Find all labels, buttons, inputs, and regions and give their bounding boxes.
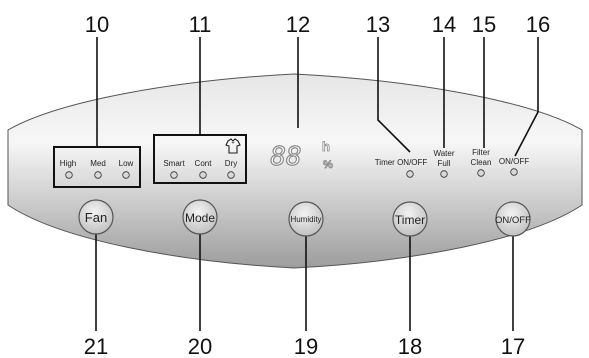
mode-button[interactable]: Mode (182, 199, 218, 235)
water-full-label-line1: Water (433, 149, 454, 158)
callout-14: 14 (432, 12, 456, 37)
callout-17: 17 (501, 334, 525, 358)
display-digits: 88 (270, 142, 301, 172)
humidity-button[interactable]: Humidity (288, 201, 324, 237)
digit-display: 88 h % (270, 139, 334, 173)
callout-15: 15 (472, 12, 496, 37)
callout-12: 12 (286, 12, 310, 37)
fan-low-led (122, 171, 130, 179)
callout-lines (95, 37, 539, 331)
callout-13: 13 (366, 12, 390, 37)
filter-clean-label-line2: Clean (471, 158, 492, 167)
onoff-indicator-label: ON/OFF (499, 157, 529, 166)
fan-high-label: High (60, 159, 76, 168)
timer-button[interactable]: Timer (392, 201, 428, 237)
mode-smart-led (170, 171, 178, 179)
mode-button-label: Mode (185, 211, 215, 225)
mode-dry-led (227, 171, 235, 179)
fan-med-label: Med (90, 159, 106, 168)
onoff-button-label: ON/OFF (495, 215, 531, 226)
filter-clean-led (477, 169, 485, 177)
display-unit-h: h (322, 139, 330, 154)
callout-21: 21 (84, 334, 108, 358)
filter-clean-label-line1: Filter (472, 148, 490, 157)
fan-low-label: Low (119, 159, 134, 168)
water-full-led (440, 170, 448, 178)
display-unit-percent: % (323, 159, 333, 171)
leader-13 (377, 37, 411, 153)
control-panel (7, 73, 583, 269)
callout-18: 18 (398, 334, 422, 358)
humidity-button-label: Humidity (290, 215, 321, 224)
mode-cont-label: Cont (195, 159, 213, 168)
mode-cont-led (199, 171, 207, 179)
mode-smart-label: Smart (163, 159, 185, 168)
callout-10: 10 (85, 12, 109, 37)
timer-button-label: Timer (395, 213, 425, 227)
onoff-button[interactable]: ON/OFF (495, 201, 531, 237)
mode-indicators: Smart Cont Dry (153, 134, 247, 184)
callout-20: 20 (188, 334, 212, 358)
fan-speed-frame (53, 146, 141, 188)
callout-19: 19 (294, 334, 318, 358)
callout-11: 11 (189, 12, 212, 37)
mode-frame (153, 134, 247, 184)
callout-16: 16 (526, 12, 550, 37)
fan-high-led (65, 171, 73, 179)
onoff-led (510, 168, 518, 176)
fan-speed-indicators: High Med Low (53, 146, 141, 188)
water-full-label-line2: Full (438, 159, 451, 168)
leader-16 (514, 37, 539, 157)
status-indicators: Timer ON/OFF Water Full Filter Clean ON/… (375, 148, 529, 178)
callout-numbers: 10 11 12 13 14 15 16 21 20 19 18 17 (84, 12, 550, 358)
shirt-icon (225, 138, 241, 154)
fan-med-led (94, 171, 102, 179)
mode-dry-label: Dry (225, 159, 237, 168)
fan-button[interactable]: Fan (78, 199, 114, 235)
fan-button-label: Fan (85, 210, 107, 225)
timer-onoff-label: Timer ON/OFF (375, 158, 428, 167)
timer-onoff-led (406, 170, 414, 178)
